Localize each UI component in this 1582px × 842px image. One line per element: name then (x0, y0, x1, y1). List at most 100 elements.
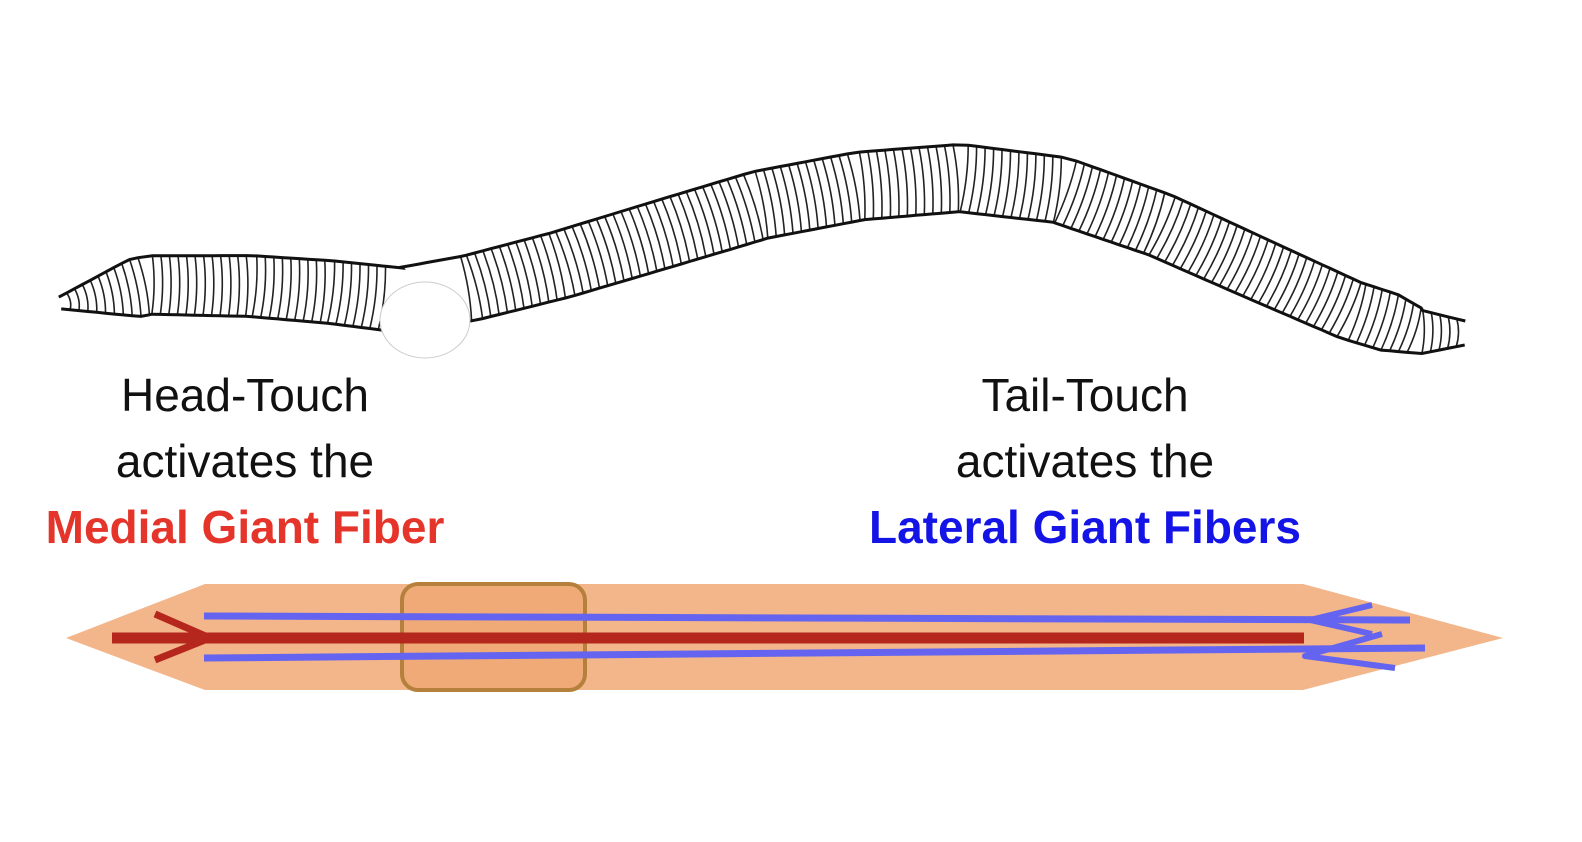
worm-segment-ring (829, 156, 845, 224)
worm-segment-ring (81, 284, 89, 312)
worm-segment-ring (1257, 246, 1285, 304)
worm-segment-ring (89, 279, 98, 313)
worm-segment-ring (1171, 207, 1200, 266)
worm-segment-ring (1078, 169, 1102, 232)
worm-segment-ring (128, 259, 142, 317)
medial-giant-fiber-label: Medial Giant Fiber (45, 501, 445, 553)
worm-segment-ring (1234, 236, 1262, 294)
worm-segment-ring (490, 248, 509, 313)
worm-segment-ring (1281, 257, 1308, 314)
worm-segment-ring (151, 255, 155, 315)
worm-segment-ring (1027, 153, 1037, 220)
worm-segment-ring (1421, 310, 1426, 354)
worm-segment-ring (539, 235, 558, 301)
worm-segment-ring (1187, 214, 1215, 273)
worm-segment-ring (858, 151, 866, 220)
worm-segment-ring (335, 261, 344, 325)
worm-segment-ring (202, 255, 207, 316)
lateral-arrowhead-top (1307, 602, 1373, 637)
worm-segment-ring (563, 228, 584, 294)
worm-segment-ring (718, 181, 740, 248)
worm-segment-ring (779, 166, 794, 234)
worm-segment-ring (984, 148, 995, 215)
head-touch-activates: activates the (115, 435, 375, 487)
worm-segment-ring (352, 263, 361, 327)
worm-segment-ring (554, 231, 576, 296)
worm-segment-ring (669, 196, 691, 262)
worm-segment-ring (1044, 155, 1054, 222)
worm-segment-ring (120, 263, 133, 316)
worm-segment-ring (1156, 200, 1184, 259)
worm-segment-ring (1289, 260, 1316, 317)
worm-segment-ring (1355, 286, 1375, 344)
worm-segment-ring (935, 146, 943, 214)
worm-segment-ring (1305, 268, 1331, 324)
worm-segment-ring (259, 256, 267, 318)
worm-segment-ring (473, 252, 492, 317)
worm-segment-ring (993, 149, 1003, 216)
tail-touch-label: Tail-Touch activates the Lateral Giant F… (850, 362, 1320, 560)
worm-segment-ring (884, 149, 892, 218)
worm-segment-ring (1148, 196, 1176, 256)
worm-segment-ring (251, 255, 258, 317)
worm-segment-ring (926, 146, 934, 214)
lateral-giant-fiber-bottom (203, 644, 1426, 662)
worm-segment-ring (603, 216, 625, 282)
worm-segment-ring (1438, 314, 1443, 351)
worm-segment-ring (1372, 291, 1392, 349)
worm-segment-ring (459, 256, 473, 321)
worm-segment-ring (976, 147, 986, 214)
worm-rings (66, 144, 1460, 354)
worm-segment-ring (176, 255, 181, 315)
worm-segment-ring (1265, 250, 1292, 307)
worm-segment-ring (210, 255, 215, 316)
worm-segment-ring (1142, 192, 1166, 254)
worm-segment-ring (952, 144, 960, 212)
worm-segment-ring (268, 256, 275, 319)
worm-outline-bottom (58, 143, 1466, 323)
worm-segment-ring (1388, 299, 1407, 352)
worm-segment-ring (1195, 218, 1223, 276)
worm-segment-ring (1336, 282, 1362, 338)
worm-segment-ring (548, 233, 567, 299)
lateral-giant-fibers-label: Lateral Giant Fibers (868, 501, 1301, 553)
worm-segment-ring (1328, 278, 1355, 334)
worm-segment-ring (1070, 166, 1094, 229)
worm-segment-ring (1053, 160, 1078, 224)
worm-segment-ring (693, 188, 715, 255)
head-touch-title: Head-Touch (120, 369, 370, 421)
worm-segment-ring (1126, 186, 1150, 248)
worm-segment-ring (244, 255, 249, 317)
worm-segment-ring (1018, 152, 1029, 219)
worm-segment-ring (909, 147, 917, 216)
worm-segment-ring (1118, 183, 1142, 246)
worm-segment-ring (612, 213, 633, 279)
worm-segment-ring (918, 147, 926, 215)
worm-segment-ring (531, 237, 550, 303)
worm-segment-ring (1134, 189, 1158, 251)
worm-segment-ring (1210, 225, 1238, 283)
worm-segment-ring (796, 163, 811, 231)
worm-segment-ring (1035, 154, 1046, 221)
worm-segment-ring (1312, 271, 1339, 327)
worm-segment-ring (734, 176, 756, 243)
worm-segment-ring (137, 257, 151, 315)
worm-segment-ring (97, 275, 107, 314)
worm-segment-ring (1226, 232, 1254, 290)
worm-segment-ring (1086, 172, 1110, 235)
worm-segment-ring (628, 208, 650, 274)
worm-segment-ring (1347, 284, 1367, 341)
worm-segment-ring (595, 218, 617, 284)
worm-segment-ring (892, 149, 900, 217)
worm-segment-ring (498, 246, 517, 311)
worm-segment-ring (293, 258, 301, 321)
worm-segment-ring (523, 239, 542, 305)
worm-segment-ring (227, 255, 232, 317)
worm-segment-ring (636, 206, 658, 272)
worm-segment-ring (1062, 163, 1086, 226)
worm-segment-ring (901, 148, 909, 217)
worm-segment-ring (360, 264, 370, 328)
worm-segment-ring (219, 255, 224, 316)
worm-segment-ring (73, 288, 81, 311)
worm-segment-ring (1297, 264, 1324, 321)
